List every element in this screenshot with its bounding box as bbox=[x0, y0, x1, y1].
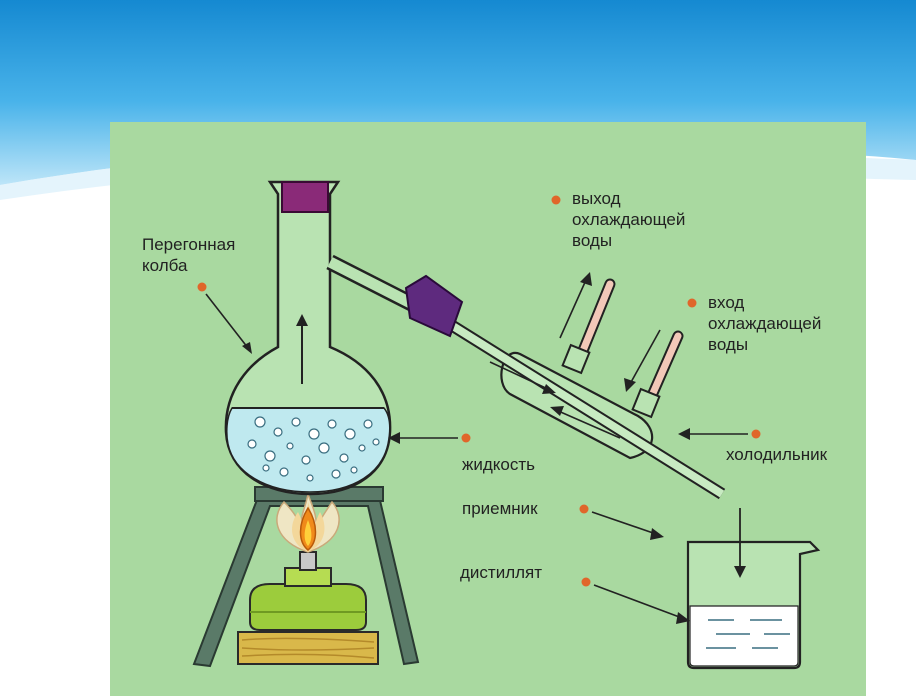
label-receiver: приемник bbox=[462, 499, 538, 518]
condenser bbox=[326, 254, 726, 500]
label-water-in: вход охлаждающей воды bbox=[708, 293, 822, 354]
flame bbox=[276, 493, 340, 553]
label-distilling-flask: Перегонная колба bbox=[142, 235, 236, 275]
label-water-out: выход охлаждающей воды bbox=[572, 189, 686, 250]
diagram-panel: Перегонная колба выход охлаждающей воды … bbox=[110, 122, 866, 696]
label-liquid: жидкость bbox=[462, 455, 536, 474]
distillation-diagram bbox=[192, 180, 821, 670]
wooden-block bbox=[237, 631, 379, 665]
distilling-flask bbox=[224, 180, 392, 496]
label-distillate: дистиллят bbox=[460, 563, 543, 582]
spirit-burner bbox=[249, 551, 367, 631]
receiver-beaker bbox=[686, 508, 821, 670]
label-condenser: холодильник bbox=[726, 445, 828, 464]
label-pointers bbox=[197, 195, 761, 624]
